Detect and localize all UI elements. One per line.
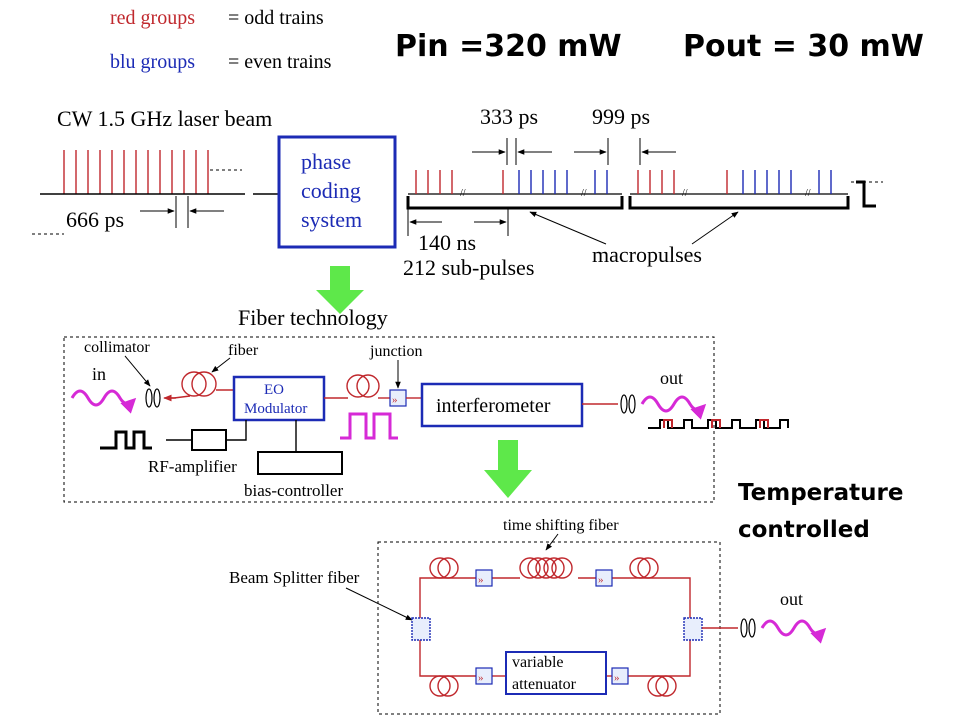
ps999-label: 999 ps [592,104,650,129]
junction-glyph: » [392,394,398,406]
macropulse-trains: // // // // [406,170,876,210]
beam-splitter-pointer [345,587,413,621]
lower-coil-right [655,675,677,697]
lower-coil-left [429,675,451,697]
variable-label: variable [512,654,564,671]
temperature-line-1: Temperature [738,480,903,506]
modulation-signal [340,412,398,440]
legend-blue-group: blu groups [110,51,195,73]
out-red-pulses [663,419,769,428]
lower-out-wave [760,619,827,644]
delay-junction-glyph: » [478,672,484,684]
bias-controller-box [257,451,343,475]
phase-line-3: system [301,207,362,232]
time-shifting-coil [551,557,573,579]
lower-coil-right [647,675,669,697]
legend-red-group: red groups [110,7,195,29]
output-wave [640,395,707,420]
attenuator-label: attenuator [512,676,577,693]
eo-label: EO [264,382,284,398]
phase-line-1: phase [301,149,351,174]
modulator-label: Modulator [244,401,307,417]
green-down-arrow-1 [316,266,364,314]
upper-coil-left [437,557,459,579]
delay-junction-glyph: » [478,574,484,586]
delay-junction-glyph: » [598,574,604,586]
lower-coil-left [437,675,459,697]
gap-glyph: // [682,188,688,199]
legend-red-eq: = odd trains [228,7,324,29]
collimator-label: collimator [84,339,150,356]
fiber-coil-1 [181,371,217,397]
phase-coding-box [277,135,397,249]
fiber-coil-2 [346,374,380,398]
pin-label: Pin =320 mW [395,29,622,64]
fiber-label: fiber [228,342,259,359]
lower-out-label: out [780,589,803,609]
delay-junction-box [611,667,629,685]
input-collimator [145,388,161,408]
beam-splitter-left [411,617,431,641]
cw-title: CW 1.5 GHz laser beam [57,106,272,131]
gap-glyph: // [805,188,811,199]
rf-line-2 [226,420,247,441]
gap-glyph: // [581,188,587,199]
cw-pulse-train [63,150,209,194]
macropulses-arrow-2 [691,211,739,245]
upper-coil-right [629,557,651,579]
input-wave [70,389,137,414]
legend-blue-eq: = even trains [228,51,332,73]
macro-bracket [406,196,624,210]
phase-line-2: coding [301,178,361,203]
time-shifting-coil [543,557,565,579]
collimator-pointer [124,355,151,387]
gap-glyph: // [460,188,466,199]
pout-label: Pout = 30 mW [683,29,924,64]
ps333-label: 333 ps [480,104,538,129]
upper-coil-left [429,557,451,579]
out-square-pulses [648,419,789,429]
macropulses-label: macropulses [592,242,702,267]
rf-amplifier-box [191,429,227,451]
output-collimator [620,394,636,414]
beam-splitter-label: Beam Splitter fiber [229,568,360,587]
bias-controller-label: bias-controller [244,481,343,500]
junction-label: junction [369,343,422,360]
fiber-pointer [211,357,231,373]
delay-junction-box [475,667,493,685]
beam-splitter-right [683,617,703,641]
time-shifting-coil [535,557,557,579]
fiber-coils [429,557,677,697]
upper-coil-right [637,557,659,579]
interferometer-box [420,382,584,428]
green-down-arrow-2 [484,440,532,498]
variable-attenuator-box [505,651,607,695]
macropulses-arrow-1 [529,211,607,245]
time-shifting-coil [527,557,549,579]
ps666-label: 666 ps [66,207,124,232]
rf-amplifier-label: RF-amplifier [148,457,237,476]
delay-junction-box [475,569,493,587]
interferometer-label: interferometer [436,395,551,417]
out-label: out [660,368,683,388]
time-shifting-label: time shifting fiber [503,517,619,534]
macro-bracket-end [856,180,876,208]
delay-junction-box [595,569,613,587]
temperature-line-2: controlled [738,517,870,543]
rf-input-signal [100,430,152,450]
in-label: in [92,364,106,384]
subpulses-label: 212 sub-pulses [403,255,534,280]
output-pulse-train [648,419,789,429]
fiber-technology-title: Fiber technology [238,305,388,330]
delay-junctions: » » » » [475,569,629,685]
eo-modulator-box [232,375,326,422]
macro-bracket [628,196,850,210]
legend: red groups = odd trains blu groups = eve… [110,7,332,73]
time-shifting-coil [519,557,541,579]
delay-junction-glyph: » [614,672,620,684]
lower-out-collimator [740,618,756,638]
ns140-label: 140 ns [418,230,476,255]
